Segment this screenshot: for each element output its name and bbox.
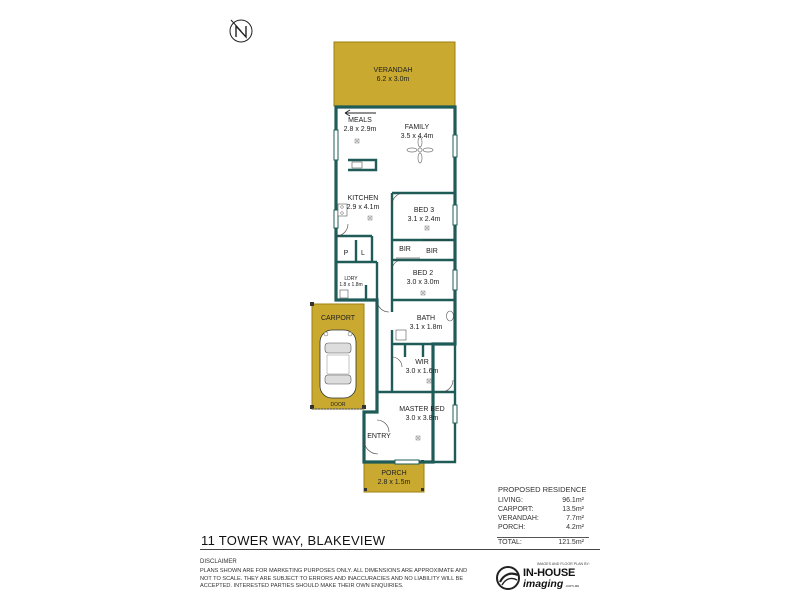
room-label-linen: L	[361, 250, 365, 257]
bed3-name: BED 3	[413, 207, 435, 214]
family-name: FAMILY	[404, 124, 430, 131]
room-label-carport: CARPORT	[320, 315, 356, 322]
area-label: VERANDAH:	[498, 515, 539, 522]
room-label-meals: MEALS 2.8 x 2.9m	[338, 116, 382, 134]
porch-size: 2.8 x 1.5m	[377, 479, 411, 486]
room-label-wir: WIR 3.0 x 1.6m	[400, 358, 444, 376]
room-label-laundry: LDRY 1.8 x 1.8m	[337, 276, 365, 288]
kitchen-size: 2.9 x 4.1m	[346, 204, 380, 211]
room-label-entry: ENTRY	[367, 433, 391, 440]
area-row-total: TOTAL: 121.5m²	[498, 539, 598, 548]
laundry-size: 1.8 x 1.8m	[339, 282, 363, 288]
carport-door-label: DOOR	[330, 402, 346, 408]
north-arrow-icon	[229, 19, 253, 43]
room-label-porch: PORCH 2.8 x 1.5m	[370, 469, 418, 487]
porch-name: PORCH	[381, 470, 407, 477]
kitchen-name: KITCHEN	[347, 195, 379, 202]
disclaimer-heading: DISCLAIMER	[200, 559, 237, 565]
meals-name: MEALS	[348, 117, 372, 124]
room-label-verandah: VERANDAH 6.2 x 3.0m	[363, 66, 423, 84]
total-divider	[497, 537, 589, 538]
wir-name: WIR	[415, 359, 429, 366]
room-label-bir-right: BIR	[426, 248, 438, 255]
logo-brand-bottom: imaging	[523, 578, 564, 590]
bed2-name: BED 2	[412, 270, 434, 277]
area-value: 96.1m²	[562, 497, 584, 504]
in-house-imaging-logo: IMAGES AND FLOOR PLAN BY: IN-HOUSE imagi…	[495, 562, 605, 592]
room-label-bed2: BED 2 3.0 x 3.0m	[399, 269, 447, 287]
area-row-carport: CARPORT: 13.5m²	[498, 506, 598, 515]
room-label-bed3: BED 3 3.1 x 2.4m	[402, 206, 446, 224]
area-value: 121.5m²	[558, 539, 584, 546]
logo-domain: .com.au	[565, 583, 580, 588]
area-row-verandah: VERANDAH: 7.7m²	[498, 515, 598, 524]
area-schedule-heading: PROPOSED RESIDENCE	[498, 485, 587, 494]
verandah-name: VERANDAH	[373, 67, 413, 74]
verandah-size: 6.2 x 3.0m	[376, 76, 410, 83]
area-value: 7.7m²	[566, 515, 584, 522]
logo-brand-top: IN-HOUSE	[523, 567, 576, 579]
area-label: LIVING:	[498, 497, 523, 504]
bed2-size: 3.0 x 3.0m	[406, 279, 440, 286]
area-value: 4.2m²	[566, 524, 584, 531]
room-label-bir-left: BIR	[399, 246, 411, 253]
area-label: PORCH:	[498, 524, 526, 531]
disclaimer-text: PLANS SHOWN ARE FOR MARKETING PURPOSES O…	[200, 568, 468, 589]
room-label-family: FAMILY 3.5 x 4.4m	[393, 123, 441, 141]
room-label-master-bed: MASTER BED 3.0 x 3.8m	[396, 405, 448, 423]
ceiling-fan-icon	[406, 136, 434, 164]
room-label-bath: BATH 3.1 x 1.8m	[404, 314, 448, 332]
wir-size: 3.0 x 1.6m	[405, 368, 439, 375]
family-size: 3.5 x 4.4m	[400, 133, 434, 140]
property-address: 11 TOWER WAY, BLAKEVIEW	[201, 533, 386, 548]
room-label-kitchen: KITCHEN 2.9 x 4.1m	[338, 194, 388, 212]
bath-size: 3.1 x 1.8m	[409, 324, 443, 331]
meals-size: 2.8 x 2.9m	[343, 126, 377, 133]
master-bed-size: 3.0 x 3.8m	[405, 415, 439, 422]
bath-name: BATH	[416, 315, 436, 322]
area-label: CARPORT:	[498, 506, 534, 513]
logo-caption: IMAGES AND FLOOR PLAN BY:	[537, 562, 590, 566]
area-row-porch: PORCH: 4.2m²	[498, 524, 598, 533]
laundry-name: LDRY	[344, 276, 358, 282]
bed3-size: 3.1 x 2.4m	[407, 216, 441, 223]
master-bed-name: MASTER BED	[399, 406, 445, 413]
room-label-pantry: P	[343, 250, 349, 257]
area-row-living: LIVING: 96.1m²	[498, 497, 598, 506]
area-value: 13.5m²	[562, 506, 584, 513]
title-rule	[200, 549, 600, 550]
car-icon	[319, 329, 357, 399]
area-label: TOTAL:	[498, 539, 522, 546]
logo-mark-icon	[496, 566, 520, 590]
